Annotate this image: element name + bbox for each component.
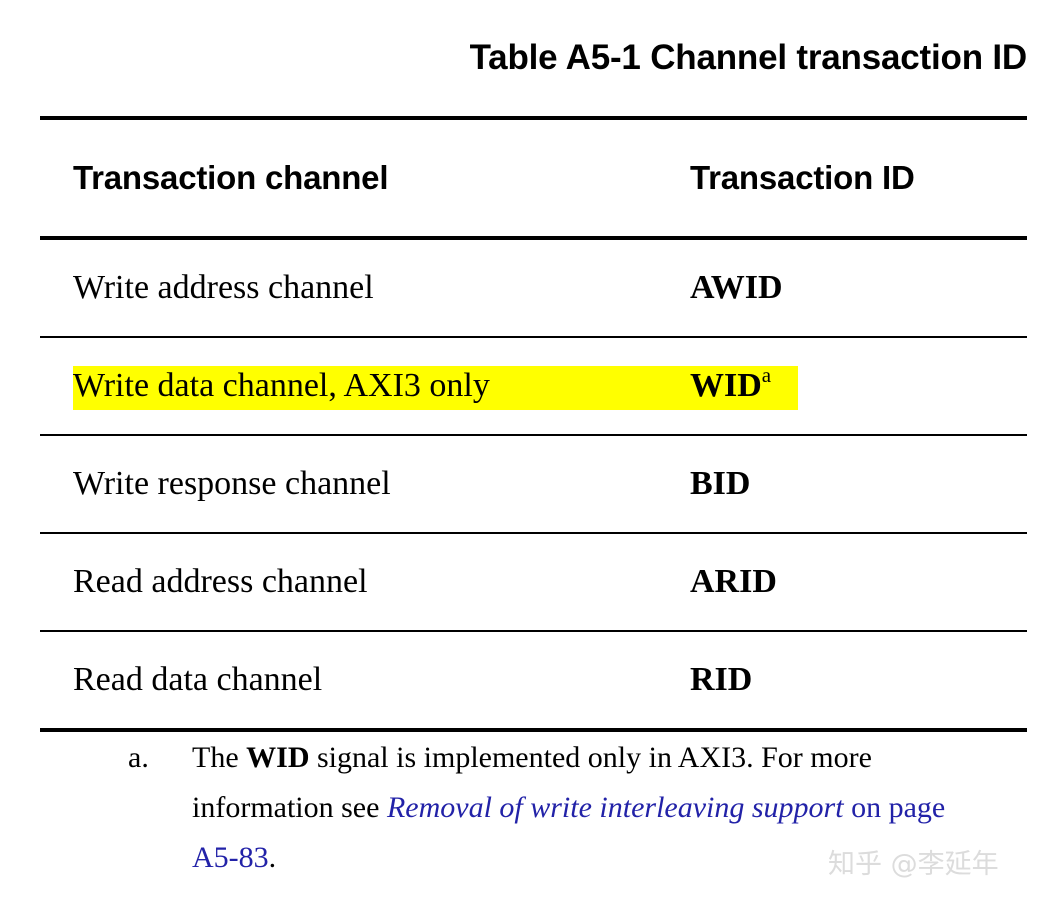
footnote-text-end: . [268,841,277,874]
footnote-text-middle: signal is implemented only in AXI3. For … [192,741,872,824]
header-bottom-rule [40,236,1027,240]
footnote-marker: a. [128,741,149,774]
table-row: Write response channel BID [40,436,1027,532]
footnote-signal-name: WID [246,741,310,774]
cross-reference-page[interactable]: on page A5-83 [192,791,946,874]
footnote-reference-marker: a [761,362,772,387]
yellow-highlight-band [73,366,798,410]
row-separator-rule [40,630,1027,632]
cell-transaction-channel: Write data channel, AXI3 only [73,367,490,404]
table-row-highlighted: Write data channel, AXI3 only WIDa [40,338,1027,434]
footnote-text-lead: The [192,741,247,774]
cell-transaction-id: AWID [690,269,783,306]
table-row: Write address channel AWID [40,240,1027,336]
watermark: 知乎 @李延年 [828,849,999,880]
cell-transaction-channel: Read data channel [73,661,323,698]
transaction-id-table: Transaction channel Transaction ID Write… [40,116,1027,732]
column-header-transaction-id: Transaction ID [690,159,915,196]
column-header-transaction-channel: Transaction channel [73,159,389,196]
cell-transaction-channel: Read address channel [73,563,368,600]
row-separator-rule [40,532,1027,534]
table-top-rule [40,116,1027,120]
cell-transaction-id: RID [690,661,753,698]
cross-reference-link[interactable]: Removal of write interleaving support [386,791,844,824]
cell-transaction-id: WIDa [690,362,1027,406]
row-separator-rule [40,336,1027,338]
cell-transaction-id: ARID [690,563,777,600]
table-caption: Table A5-1 Channel transaction ID [469,38,1028,77]
table-row: Read address channel ARID [40,534,1027,630]
footnote-body: The WID signal is implemented only in AX… [192,733,988,883]
cell-transaction-channel: Write response channel [73,465,391,502]
table-footnote: a. The WID signal is implemented only in… [128,733,988,883]
cell-transaction-channel: Write address channel [73,269,374,306]
row-separator-rule [40,434,1027,436]
cell-transaction-id-text: WID [690,367,762,404]
table-row: Read data channel RID [40,632,1027,728]
cell-transaction-id: BID [690,465,751,502]
table-bottom-rule [40,728,1027,732]
table-header-row: Transaction channel Transaction ID [40,120,1027,236]
